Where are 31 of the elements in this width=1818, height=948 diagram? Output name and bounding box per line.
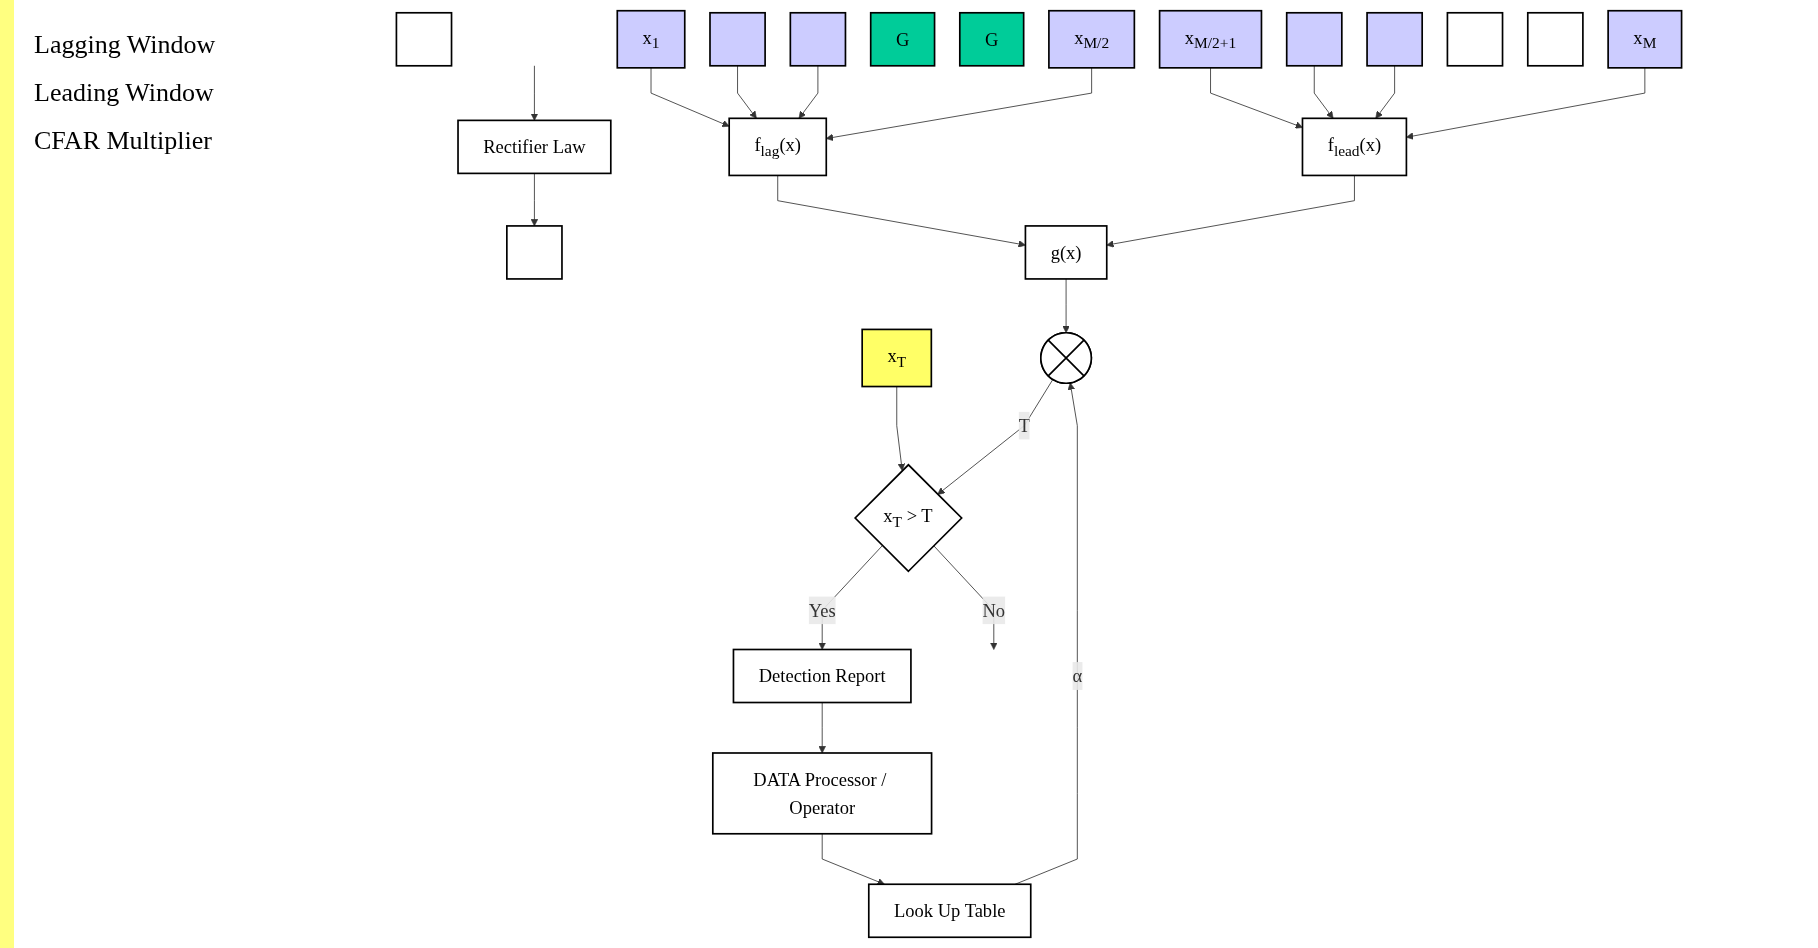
register-cell: [1285, 11, 1343, 67]
register-cell: [1526, 11, 1584, 67]
register-cell: [1446, 11, 1504, 67]
register-cell: [395, 11, 453, 67]
process-box: Rectifier Law: [457, 119, 612, 175]
process-box: f$_{lead}$(x): [1301, 117, 1408, 177]
edge-label: No: [982, 596, 1006, 625]
process-box: x$_{T}$: [861, 328, 933, 388]
process-box: x$_{1}$: [616, 9, 686, 69]
process-box: DATA Processor / Operator: [711, 752, 933, 835]
edge-label: α: [1072, 662, 1083, 690]
process-box: x$_{M}$: [1607, 9, 1683, 69]
edge-label: T: [1018, 411, 1030, 440]
note-label: CFAR Multiplier: [34, 126, 213, 156]
process-box: f$_{lag}$(x): [728, 117, 828, 177]
process-box: G: [958, 11, 1025, 67]
process-box: Detection Report: [732, 648, 912, 704]
decision-diamond: x$_{T}$ > T: [854, 463, 963, 573]
register-cell: [1366, 11, 1423, 67]
register-cell: [789, 11, 847, 67]
register-cell: [506, 225, 563, 280]
process-box: G: [869, 11, 936, 67]
process-box: x$_{M/2+1}$: [1158, 9, 1263, 69]
process-box: g(x): [1024, 225, 1108, 280]
register-cell: [709, 11, 766, 67]
process-box: x$_{M/2}$: [1048, 9, 1136, 69]
process-box: Look Up Table: [867, 883, 1032, 939]
note-label: Leading Window: [34, 78, 215, 108]
multiplier-symbol: [1040, 331, 1093, 385]
edge-label: Yes: [808, 596, 836, 625]
note-label: Lagging Window: [34, 30, 217, 60]
